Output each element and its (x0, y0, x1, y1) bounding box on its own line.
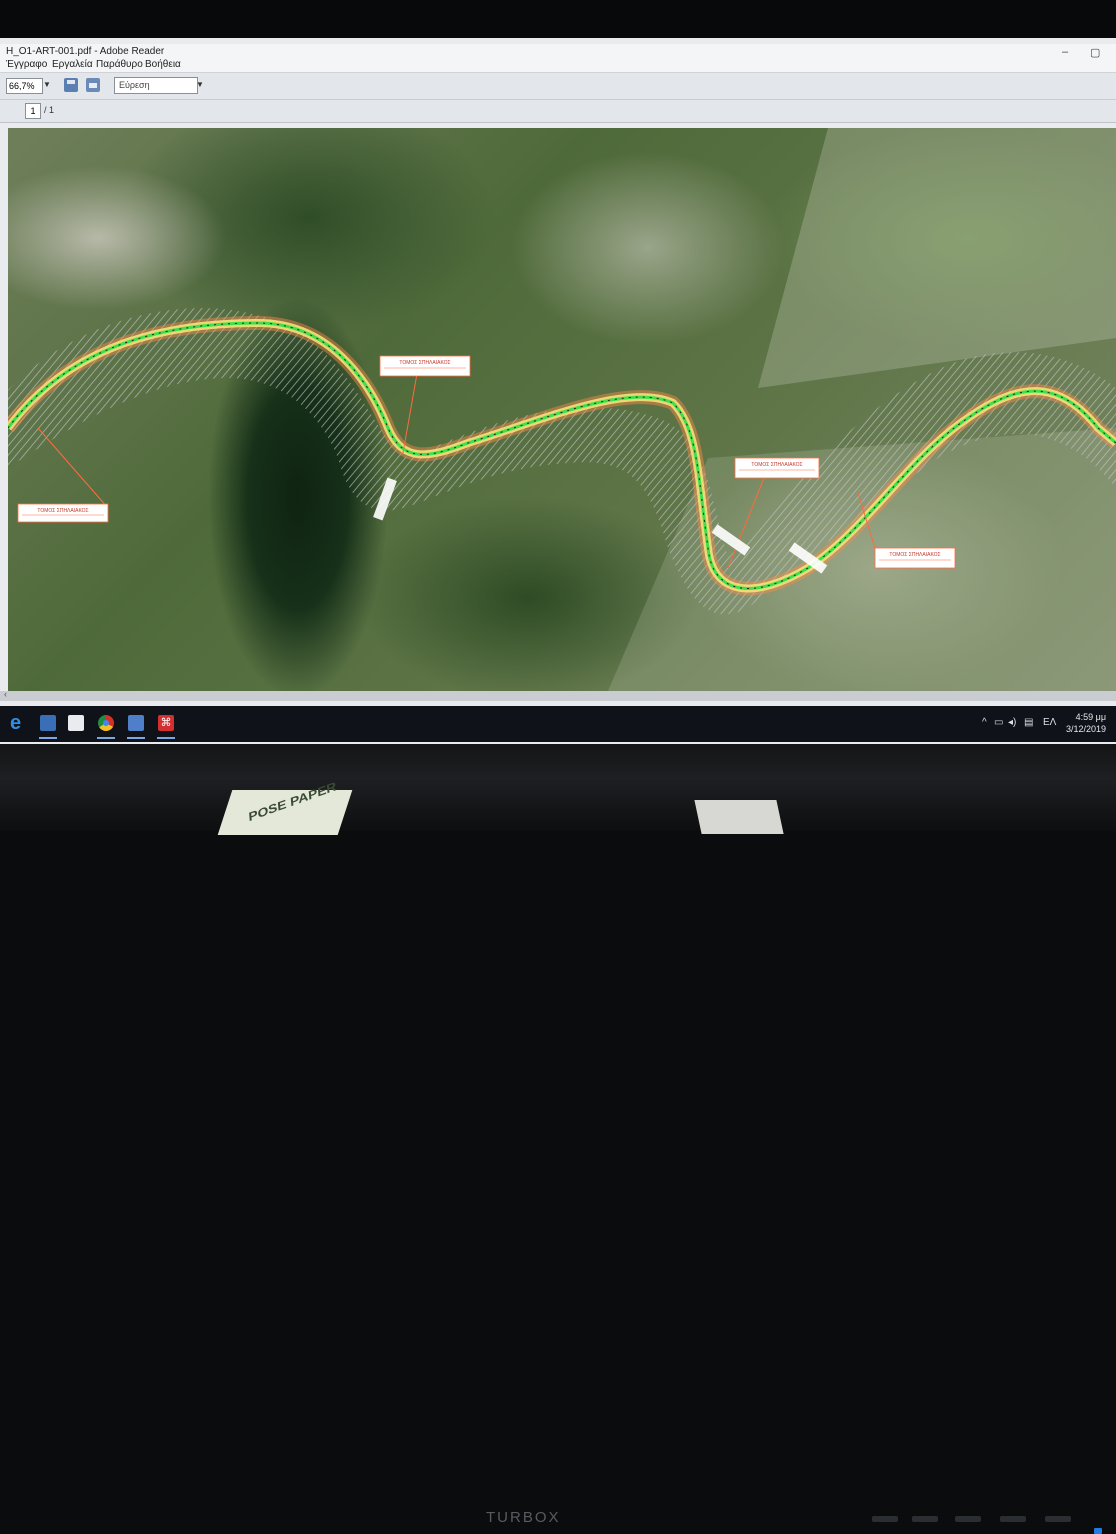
page-number-input[interactable]: 1 (25, 103, 41, 119)
clock-date: 3/12/2019 (1066, 724, 1107, 734)
edge-icon[interactable]: e (10, 712, 22, 734)
toolbar: 66,7% ▼ Εύρεση ▼ (0, 73, 1116, 100)
active-indicator (157, 737, 175, 739)
network-icon[interactable]: ▭ (994, 717, 1004, 728)
section-leader (37, 427, 109, 509)
search-dropdown-icon[interactable]: ▼ (196, 80, 204, 89)
monitor-button (912, 1516, 938, 1522)
menu-window[interactable]: Παράθυρο (96, 59, 143, 70)
station-tag (788, 542, 828, 574)
power-led (1094, 1528, 1102, 1534)
tray-chevron-icon[interactable]: ^ (982, 717, 987, 728)
svg-text:ΤΟΜΟΣ ΣΠΗΛΑΙΑΚΟΣ: ΤΟΜΟΣ ΣΠΗΛΑΙΑΚΟΣ (889, 552, 940, 558)
zoom-dropdown-icon[interactable]: ▼ (43, 80, 51, 89)
scroll-left-icon[interactable]: ‹ (4, 689, 7, 699)
road-centerline (8, 321, 1116, 590)
print-icon[interactable] (86, 78, 100, 92)
page-nav-bar: 1 / 1 (0, 100, 1116, 123)
volume-icon[interactable]: ◂) (1008, 717, 1017, 728)
station-tag (711, 524, 751, 556)
monitor-brand-logo: TURBOX (486, 1509, 561, 1526)
clock[interactable]: 4:59 μμ 3/12/2019 (1066, 711, 1106, 735)
clock-time: 4:59 μμ (1075, 712, 1107, 722)
section-leader (857, 492, 879, 559)
window-title: H_O1-ART-001.pdf - Adobe Reader (6, 46, 165, 57)
notification-icon[interactable]: ▤ (1024, 717, 1034, 728)
section-label: ΤΟΜΟΣ ΣΠΗΛΑΙΑΚΟΣ (874, 547, 956, 569)
section-label: ΤΟΜΟΣ ΣΠΗΛΑΙΑΚΟΣ (17, 503, 109, 523)
windows-taskbar: e ⌘ ^ ▭ ◂) ▤ ΕΛ 4:59 μμ 3/12/2019 (0, 706, 1116, 742)
screen: H_O1-ART-001.pdf - Adobe Reader – ▢ Έγγρ… (0, 38, 1116, 744)
monitor-button (1000, 1516, 1026, 1522)
aerial-map: ΤΟΜΟΣ ΣΠΗΛΑΙΑΚΟΣ ΤΟΜΟΣ ΣΠΗΛΑΙΑΚΟΣ ΤΟΜΟΣ … (8, 128, 1116, 691)
svg-text:ΤΟΜΟΣ ΣΠΗΛΑΙΑΚΟΣ: ΤΟΜΟΣ ΣΠΗΛΑΙΑΚΟΣ (399, 360, 450, 366)
section-label: ΤΟΜΟΣ ΣΠΗΛΑΙΑΚΟΣ (379, 355, 471, 377)
active-indicator (39, 737, 57, 739)
monitor-button (1045, 1516, 1071, 1522)
menu-help[interactable]: Βοήθεια (145, 59, 181, 70)
zoom-input[interactable]: 66,7% (6, 78, 43, 94)
plan-overlay-lower (608, 428, 1116, 691)
menu-document[interactable]: Έγγραφο (6, 59, 48, 70)
menu-tools[interactable]: Εργαλεία (52, 59, 93, 70)
language-indicator[interactable]: ΕΛ (1043, 717, 1057, 728)
document-view[interactable]: ΤΟΜΟΣ ΣΠΗΛΑΙΑΚΟΣ ΤΟΜΟΣ ΣΠΗΛΑΙΑΚΟΣ ΤΟΜΟΣ … (8, 128, 1116, 691)
monitor-bezel-top (0, 0, 1116, 38)
file-explorer-icon[interactable] (40, 715, 56, 731)
active-indicator (127, 737, 145, 739)
plan-overlay (758, 128, 1116, 388)
slope-hatch-zone (8, 308, 1116, 615)
store-icon[interactable] (68, 715, 84, 731)
monitor-button (872, 1516, 898, 1522)
restore-button[interactable]: ▢ (1090, 47, 1101, 59)
svg-text:ΤΟΜΟΣ ΣΠΗΛΑΙΑΚΟΣ: ΤΟΜΟΣ ΣΠΗΛΑΙΑΚΟΣ (37, 508, 88, 514)
horizontal-scrollbar[interactable]: ‹ (0, 689, 1116, 701)
svg-text:ΤΟΜΟΣ ΣΠΗΛΑΙΑΚΟΣ: ΤΟΜΟΣ ΣΠΗΛΑΙΑΚΟΣ (751, 462, 802, 468)
minimize-button[interactable]: – (1062, 46, 1069, 58)
monitor-bezel-bottom: TURBOX (0, 744, 1116, 1534)
acrobat-icon[interactable]: ⌘ (158, 715, 174, 731)
desk-paper: POSE PAPER (217, 779, 353, 835)
section-leader (402, 367, 419, 454)
active-indicator (97, 737, 115, 739)
search-input[interactable]: Εύρεση (114, 77, 198, 94)
station-tag (373, 477, 397, 521)
chrome-icon[interactable] (98, 715, 114, 731)
section-leader (727, 467, 769, 569)
title-bar: H_O1-ART-001.pdf - Adobe Reader – ▢ (0, 44, 1116, 60)
monitor-button (955, 1516, 981, 1522)
section-label: ΤΟΜΟΣ ΣΠΗΛΑΙΑΚΟΣ (734, 457, 820, 479)
app-icon[interactable] (128, 715, 144, 731)
menu-bar: Έγγραφο Εργαλεία Παράθυρο Βοήθεια (0, 58, 1116, 73)
desk-object (694, 800, 784, 834)
page-total: / 1 (44, 105, 55, 115)
save-icon[interactable] (64, 78, 78, 92)
